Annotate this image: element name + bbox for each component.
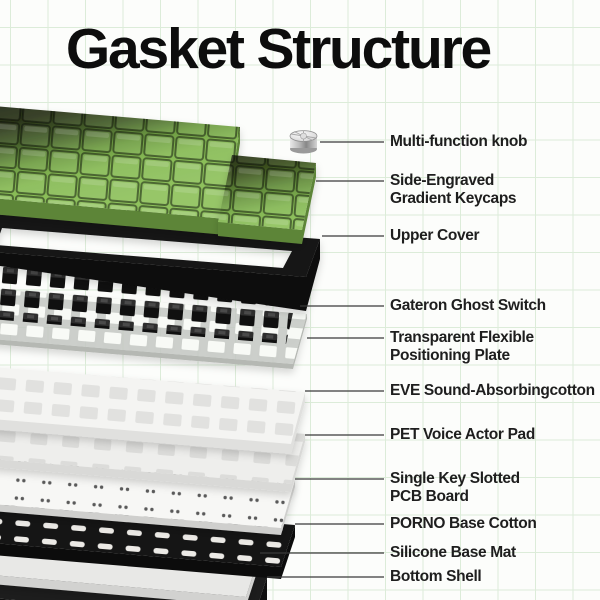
leader-lines <box>260 141 384 578</box>
layer-keycaps <box>0 106 240 235</box>
knob-icon <box>289 130 318 154</box>
layer-porno-base-cotton <box>0 501 295 579</box>
page-title: Gasket Structure <box>65 17 492 81</box>
layer-eve-cotton <box>0 367 305 454</box>
layer-keycaps-numpad <box>218 155 316 244</box>
